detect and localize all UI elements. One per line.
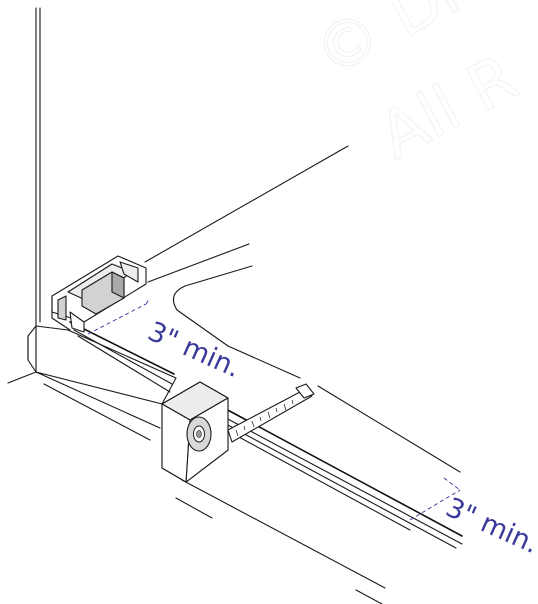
back-wall-lines <box>144 145 349 283</box>
wall <box>35 7 41 327</box>
dimension-right-label: 3" min. <box>441 492 538 560</box>
tape-measure-icon <box>227 383 315 443</box>
floor-lines <box>175 479 386 604</box>
watermark: © Dr All R <box>302 0 530 175</box>
shower-tray <box>172 265 461 473</box>
wall-bracket-hardware <box>51 255 147 333</box>
track-clamp-block <box>161 381 229 483</box>
door-track <box>69 321 463 549</box>
